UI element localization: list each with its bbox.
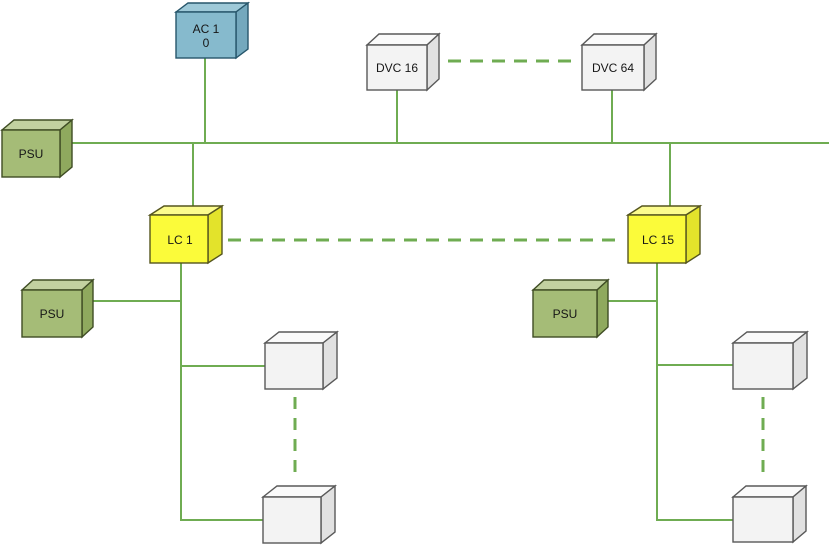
node-label: DVC 16 — [376, 61, 418, 75]
box-side-face — [59, 118, 73, 179]
box-front-face — [532, 289, 598, 338]
box-side-face — [685, 204, 701, 265]
box-side-face — [320, 484, 336, 545]
node-lc-15[interactable]: LC 15 — [625, 204, 703, 265]
box-side-face — [81, 278, 94, 339]
node-label: LC 15 — [642, 233, 674, 247]
box-front-face — [732, 342, 794, 390]
node-label: PSU — [553, 307, 578, 321]
box-top-face — [531, 279, 610, 291]
box-side-face — [235, 1, 249, 60]
node-label: PSU — [40, 307, 65, 321]
box-front-face — [581, 44, 645, 91]
node-device-lc1-last[interactable] — [260, 484, 338, 545]
box-front-face — [732, 496, 794, 543]
node-dvc-64[interactable]: DVC 64 — [580, 32, 658, 92]
node-label-line1: AC 1 — [193, 22, 220, 36]
box-side-face — [322, 330, 338, 391]
box-side-face — [792, 330, 808, 391]
box-front-face — [1, 129, 61, 178]
node-label: PSU — [19, 147, 44, 161]
node-psu-lc1[interactable]: PSU — [20, 278, 95, 339]
node-label-line2: 0 — [203, 36, 210, 50]
box-front-face — [264, 342, 324, 390]
box-front-face — [175, 11, 237, 59]
box-side-face — [207, 204, 223, 265]
box-front-face — [21, 289, 83, 338]
box-front-face — [262, 496, 322, 544]
node-psu-lc15[interactable]: PSU — [531, 278, 610, 339]
node-device-lc1-first[interactable] — [262, 330, 340, 391]
box-front-face — [366, 44, 428, 91]
node-psu-bus[interactable]: PSU — [0, 118, 74, 179]
box-side-face — [596, 278, 609, 339]
node-lc-1[interactable]: LC 1 — [147, 204, 225, 265]
box-front-face — [627, 214, 687, 264]
node-device-lc15-first[interactable] — [730, 330, 810, 391]
node-ac-1-0[interactable]: AC 1 0 — [173, 1, 251, 60]
box-top-face — [20, 279, 95, 291]
node-label: LC 1 — [167, 233, 193, 247]
node-dvc-16[interactable]: DVC 16 — [365, 32, 441, 92]
node-label: DVC 64 — [592, 61, 634, 75]
box-front-face — [149, 214, 209, 264]
node-device-lc15-last[interactable] — [731, 484, 808, 544]
